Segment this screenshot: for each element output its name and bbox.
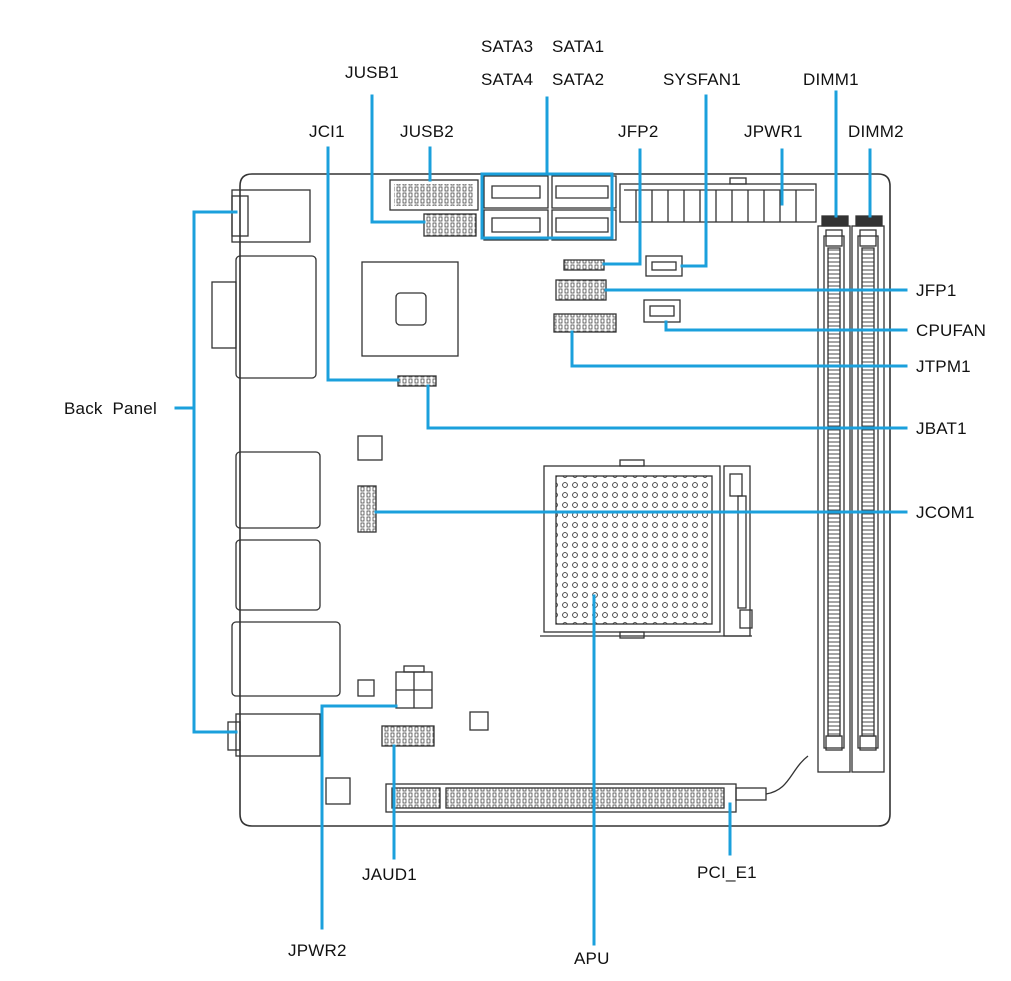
jci1-header: [397, 375, 437, 387]
label-dimm1: DIMM1: [803, 70, 859, 89]
cpufan-connector: [643, 299, 681, 323]
jpwr2-connector: [395, 665, 433, 709]
label-jcom1: JCOM1: [916, 503, 975, 522]
label-jusb1: JUSB1: [345, 63, 399, 82]
label-sysfan1: SYSFAN1: [663, 70, 741, 89]
jusb1-header: [423, 213, 477, 237]
jpwr1-connector: [619, 177, 817, 223]
label-dimm2: DIMM2: [848, 122, 904, 141]
label-sata1: SATA1: [552, 37, 605, 56]
leader-jtpm1: [570, 330, 908, 368]
pci-e1-slot: [385, 755, 809, 813]
leader-jbat1: [426, 384, 908, 430]
label-apu: APU: [574, 949, 610, 968]
jcom1-header: [357, 485, 377, 533]
label-pci-e1: PCI_E1: [697, 863, 757, 882]
label-jfp2: JFP2: [618, 122, 659, 141]
label-jaud1: JAUD1: [362, 865, 417, 884]
leader-jusb1: [370, 94, 426, 224]
leader-lines: [174, 90, 908, 946]
label-sata2: SATA2: [552, 70, 605, 89]
board-drawing: [211, 173, 891, 827]
leader-sata: [480, 96, 614, 240]
leader-cpufan: [664, 320, 908, 332]
leader-jci1: [326, 146, 400, 382]
dimm2-slot: [851, 215, 885, 773]
small-chip: [325, 777, 351, 805]
label-jusb2: JUSB2: [400, 122, 454, 141]
label-jtpm1: JTPM1: [916, 357, 971, 376]
sata-connectors: [483, 175, 617, 241]
label-sata4: SATA4: [481, 70, 534, 89]
label-jpwr2: JPWR2: [288, 941, 347, 960]
small-chip: [469, 711, 489, 731]
leader-jfp2: [602, 148, 642, 266]
apu-socket: [540, 459, 753, 639]
jaud1-header: [381, 725, 435, 747]
jtpm1-header: [553, 313, 617, 333]
label-back-panel: Back Panel: [64, 399, 157, 418]
label-jbat1: JBAT1: [916, 419, 967, 438]
back-panel-connectors: [211, 189, 341, 757]
leader-back-panel: [174, 210, 238, 734]
board-outline: [239, 173, 891, 827]
label-jpwr1: JPWR1: [744, 122, 803, 141]
label-sata3: SATA3: [481, 37, 534, 56]
sysfan1-connector: [645, 255, 683, 277]
jusb2-header: [389, 179, 479, 211]
leader-sysfan1: [680, 94, 708, 268]
small-chip: [357, 435, 383, 461]
jfp2-header: [563, 259, 605, 271]
label-jfp1: JFP1: [916, 281, 957, 300]
small-chip: [357, 679, 375, 697]
label-cpufan: CPUFAN: [916, 321, 987, 340]
dimm1-slot: [817, 215, 851, 773]
leader-jpwr2: [320, 704, 398, 930]
label-jci1: JCI1: [309, 122, 345, 141]
jfp1-header: [555, 279, 607, 301]
chipset: [361, 261, 459, 357]
